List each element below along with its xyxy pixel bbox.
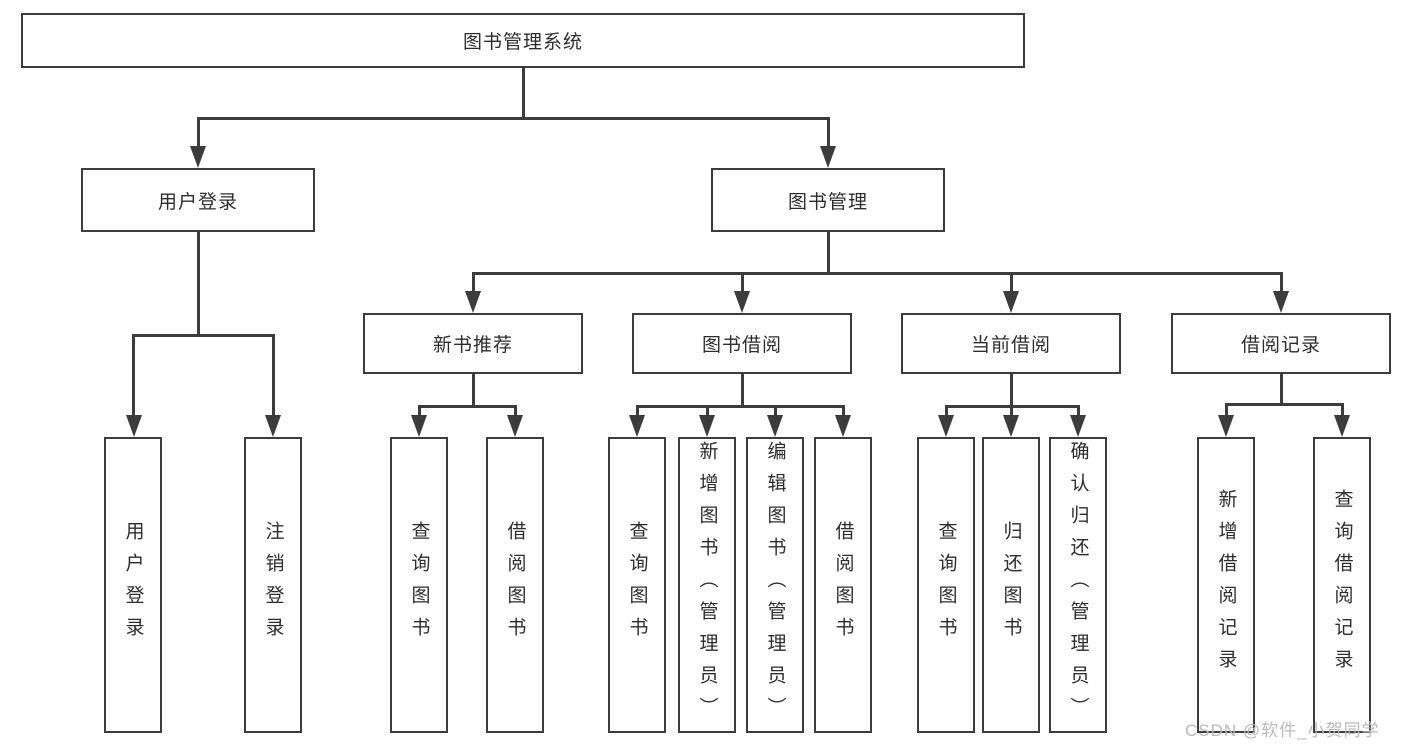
arrow-down-icon xyxy=(465,291,481,313)
node-current-borrowing: 当前借阅 xyxy=(901,313,1121,374)
connector-line xyxy=(1076,406,1080,419)
leaf-query-books-recommend: 查询图书 xyxy=(390,437,448,733)
leaf-label: 确认归还（管理员） xyxy=(1067,441,1089,729)
leaf-borrow-books-borrowing: 借阅图书 xyxy=(814,437,872,733)
connector-line xyxy=(521,68,525,120)
leaf-edit-book-admin: 编辑图书（管理员） xyxy=(746,437,804,733)
connector-line xyxy=(1279,273,1283,295)
connector-line xyxy=(196,118,200,150)
leaf-label: 新增借阅记录 xyxy=(1215,489,1237,681)
connector-line xyxy=(1224,403,1344,406)
node-user-login: 用户登录 xyxy=(81,168,315,232)
leaf-label: 查询图书 xyxy=(626,521,648,649)
arrow-down-icon xyxy=(1003,415,1019,437)
arrow-down-icon xyxy=(835,415,851,437)
connector-line xyxy=(471,271,1283,275)
arrow-down-icon xyxy=(767,415,783,437)
connector-line xyxy=(471,273,475,295)
connector-line xyxy=(417,404,517,408)
arrow-down-icon xyxy=(125,415,142,437)
connector-line xyxy=(705,406,709,419)
arrow-down-icon xyxy=(1273,291,1289,313)
connector-line xyxy=(132,333,275,337)
connector-line xyxy=(513,406,517,419)
leaf-label: 编辑图书（管理员） xyxy=(764,441,786,729)
connector-line xyxy=(471,374,475,408)
leaf-confirm-return-admin: 确认归还（管理员） xyxy=(1049,437,1107,733)
leaf-label: 注销登录 xyxy=(262,521,284,649)
leaf-label: 用户登录 xyxy=(122,521,144,649)
leaf-label: 新增图书（管理员） xyxy=(696,441,718,729)
connector-line xyxy=(1009,406,1013,419)
arrow-down-icon xyxy=(1218,415,1234,437)
connector-line xyxy=(196,232,200,337)
connector-line xyxy=(826,232,830,275)
node-borrowing-records: 借阅记录 xyxy=(1171,313,1391,374)
leaf-logout: 注销登录 xyxy=(244,437,302,733)
leaf-borrow-books-recommend: 借阅图书 xyxy=(486,437,544,733)
connector-line xyxy=(1340,404,1344,419)
node-library-management-system: 图书管理系统 xyxy=(21,13,1025,68)
connector-line xyxy=(944,406,948,419)
leaf-add-book-admin: 新增图书（管理员） xyxy=(678,437,736,733)
arrow-down-icon xyxy=(265,415,281,437)
leaf-query-books-borrowing: 查询图书 xyxy=(608,437,666,733)
arrow-down-icon xyxy=(629,415,645,437)
leaf-label: 归还图书 xyxy=(1000,521,1022,649)
connector-line xyxy=(740,374,744,408)
leaf-label: 查询图书 xyxy=(408,521,430,649)
connector-line xyxy=(1009,273,1013,295)
arrow-down-icon xyxy=(820,146,836,168)
leaf-label: 查询借阅记录 xyxy=(1331,489,1353,681)
connector-line xyxy=(841,406,845,419)
leaf-add-borrow-record: 新增借阅记录 xyxy=(1197,437,1255,733)
connector-line xyxy=(132,335,135,417)
watermark: CSDN @软件_小贺同学 xyxy=(1185,721,1380,740)
arrow-down-icon xyxy=(938,415,954,437)
connector-line xyxy=(773,406,777,419)
leaf-user-login: 用户登录 xyxy=(104,437,162,733)
connector-line xyxy=(1224,404,1228,419)
arrow-down-icon xyxy=(1070,415,1086,437)
node-book-management: 图书管理 xyxy=(711,168,945,232)
arrow-down-icon xyxy=(1003,291,1019,313)
leaf-label: 查询图书 xyxy=(935,521,957,649)
connector-line xyxy=(1009,374,1013,408)
arrow-down-icon xyxy=(734,291,750,313)
leaf-return-books: 归还图书 xyxy=(982,437,1040,733)
leaf-label: 借阅图书 xyxy=(504,521,526,649)
connector-line xyxy=(1279,374,1283,406)
leaf-label: 借阅图书 xyxy=(832,521,854,649)
connector-line xyxy=(417,406,421,419)
node-new-book-recommendation: 新书推荐 xyxy=(363,313,583,374)
arrow-down-icon xyxy=(411,415,427,437)
connector-line xyxy=(196,116,830,120)
leaf-query-books-current: 查询图书 xyxy=(917,437,975,733)
arrow-down-icon xyxy=(190,146,206,168)
connector-line xyxy=(635,406,639,419)
arrow-down-icon xyxy=(699,415,715,437)
connector-line xyxy=(635,404,845,408)
connector-line xyxy=(740,273,744,295)
node-book-borrowing: 图书借阅 xyxy=(632,313,852,374)
connector-line xyxy=(271,335,275,417)
leaf-query-borrow-record: 查询借阅记录 xyxy=(1313,437,1371,733)
connector-line xyxy=(826,118,830,150)
arrow-down-icon xyxy=(507,415,523,437)
arrow-down-icon xyxy=(1334,415,1350,437)
